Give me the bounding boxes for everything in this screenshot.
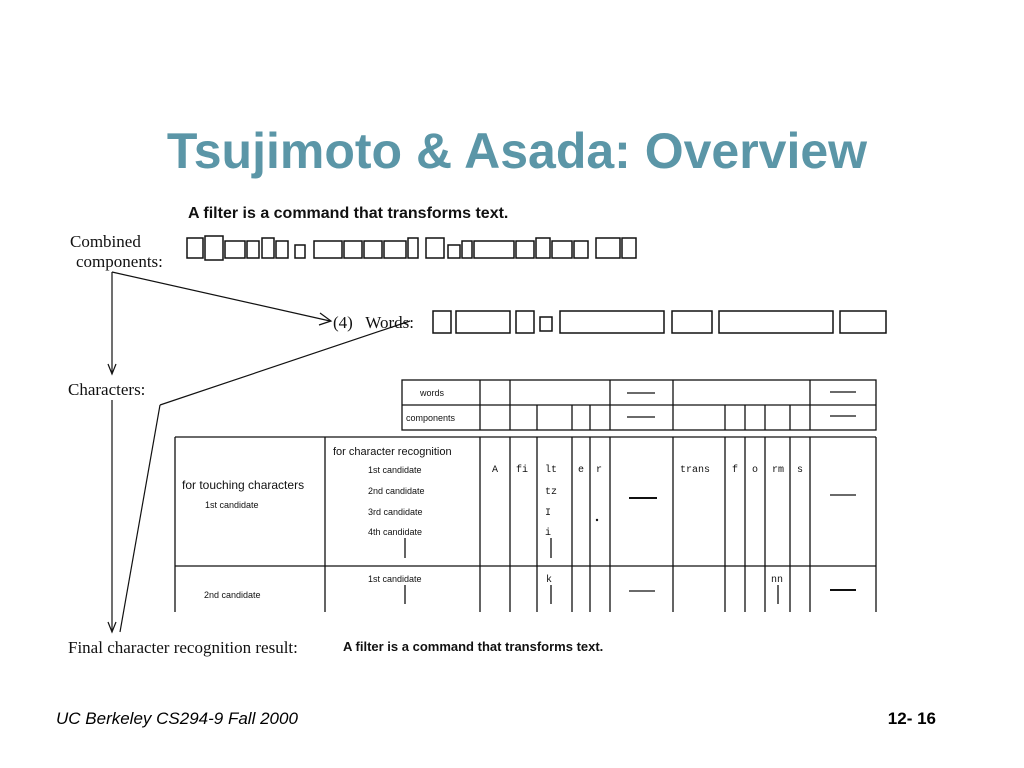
label-characters: Characters: xyxy=(68,380,145,399)
cand-1st: 1st candidate xyxy=(368,465,422,475)
label-words: (4) Words: xyxy=(333,313,414,332)
flow-arrows xyxy=(107,271,411,634)
char-cell: lt xyxy=(545,464,557,476)
char-cell: trans xyxy=(680,465,710,476)
header-char-recognition: for character recognition xyxy=(333,446,452,458)
sentence-top: A filter is a command that transforms te… xyxy=(188,205,508,222)
char-cell: s xyxy=(797,465,803,476)
row-label-words: words xyxy=(419,388,445,398)
slide-title: Tsujimoto & Asada: Overview xyxy=(166,123,868,179)
final-result: A filter is a command that transforms te… xyxy=(343,639,603,654)
char-cell: I xyxy=(545,508,551,519)
label-final: Final character recognition result: xyxy=(68,638,298,657)
cand-3rd: 3rd candidate xyxy=(368,507,423,517)
char-cell: nn xyxy=(771,575,783,586)
touching-first-candidate: 1st candidate xyxy=(205,500,259,510)
touching-characters: for touching characters xyxy=(182,478,304,492)
char-cell: rm xyxy=(772,465,784,476)
dot-mark xyxy=(595,518,599,522)
row-label-components: components xyxy=(406,413,456,423)
char-cell: tz xyxy=(545,487,557,498)
lower-table-grid xyxy=(174,436,877,612)
char-cell: o xyxy=(752,465,758,476)
char-cell: r xyxy=(596,465,602,476)
upper-table-grid xyxy=(401,379,877,431)
combined-component-boxes xyxy=(186,235,637,261)
cand-2nd: 2nd candidate xyxy=(368,486,425,496)
cand-1st-lower: 1st candidate xyxy=(368,574,422,584)
char-cell: A xyxy=(492,465,498,476)
word-boxes xyxy=(432,310,887,334)
label-combined-2: components: xyxy=(76,252,163,271)
second-candidate: 2nd candidate xyxy=(204,590,261,600)
label-combined-1: Combined xyxy=(70,232,141,251)
char-cell: e xyxy=(578,465,584,476)
char-cell: i xyxy=(545,527,551,539)
char-cell: fi xyxy=(516,464,528,476)
char-cell: f xyxy=(732,464,738,476)
char-cell: k xyxy=(546,574,552,586)
footer-page-number: 12- 16 xyxy=(887,709,936,728)
cand-4th: 4th candidate xyxy=(368,527,422,537)
footer-course: UC Berkeley CS294-9 Fall 2000 xyxy=(56,709,298,728)
